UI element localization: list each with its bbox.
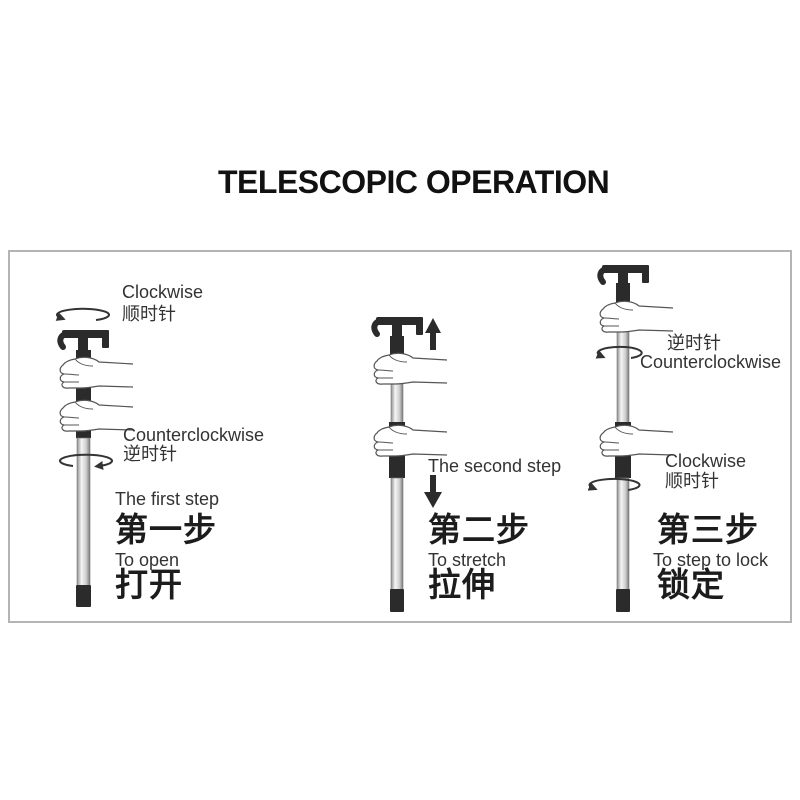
pole-tube (616, 330, 630, 425)
pole-tube (76, 437, 91, 587)
hand-icon (59, 356, 134, 389)
step-2-title-en: The second step (428, 456, 562, 476)
rotate-clockwise-icon (55, 307, 110, 321)
step-1-title-zh: 第一步 (115, 510, 217, 549)
pole-end-cap (616, 589, 630, 612)
step-3-rotate-top-en: Counterclockwise (640, 352, 782, 372)
step-3-title-zh: 第三步 (657, 510, 759, 549)
arrow-down-head (424, 492, 442, 508)
step-3-rotate-top-zh: 逆时针 (667, 333, 721, 354)
step-3-action-en: To step to lock (653, 550, 769, 570)
hand-icon (373, 424, 448, 457)
pole-tube (390, 383, 404, 425)
arrow-down-icon (424, 475, 442, 508)
step-2-title-zh: 第二步 (428, 510, 530, 549)
step-3-illustration (587, 265, 674, 612)
pole-tube (616, 477, 630, 591)
hand-icon (599, 424, 674, 457)
pole-tube (390, 477, 404, 591)
rotate-counterclockwise-icon (595, 345, 643, 359)
step-3-action-zh: 锁定 (657, 565, 725, 604)
arrow-down-shaft (430, 475, 436, 493)
arrow-up-head (425, 318, 441, 333)
rotate-counterclockwise-icon (59, 453, 113, 470)
step-1-rotate-top-zh: 顺时针 (122, 304, 176, 325)
hand-icon (599, 300, 674, 333)
pole-end-cap (390, 589, 404, 612)
rotate-clockwise-icon (587, 477, 641, 491)
step-1-action-zh: 打开 (115, 565, 183, 604)
step-3-rotate-bottom-en: Clockwise (665, 451, 747, 471)
step-2-action-en: To stretch (428, 550, 507, 570)
arrow-up-shaft (430, 332, 436, 350)
step-2-illustration (373, 317, 448, 612)
arrow-up-icon (425, 318, 441, 350)
hand-icon (373, 352, 448, 385)
page-title: TELESCOPIC OPERATION (218, 164, 610, 200)
step-1-rotate-bottom-zh: 逆时针 (123, 444, 177, 465)
step-1-rotate-top-en: Clockwise (122, 282, 204, 302)
step-2-action-zh: 拉伸 (428, 565, 496, 604)
step-3-rotate-bottom-zh: 顺时针 (665, 471, 719, 492)
step-1-illustration (55, 307, 134, 607)
steps-frame (8, 250, 792, 623)
step-1-title-en: The first step (115, 489, 220, 509)
step-1-action-en: To open (115, 550, 180, 570)
pole-end-cap (76, 585, 91, 607)
step-1-rotate-bottom-en: Counterclockwise (123, 425, 265, 445)
